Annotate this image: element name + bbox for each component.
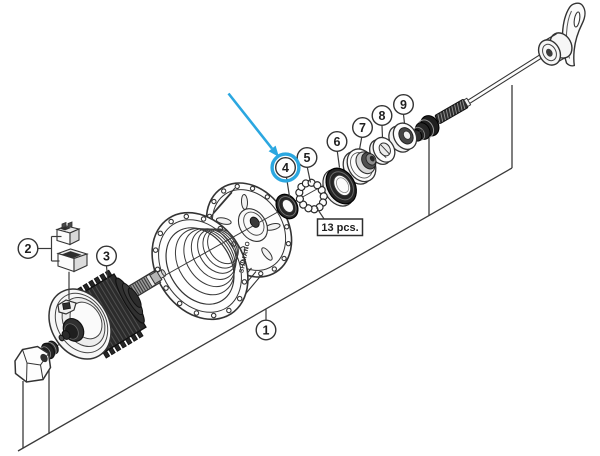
qr-lever [537, 2, 586, 67]
seal-ring-4 [275, 193, 299, 220]
callout-9: 9 [393, 93, 415, 115]
svg-text:7: 7 [359, 121, 366, 135]
quantity-label: 13 pcs. [316, 218, 364, 237]
svg-text:4: 4 [282, 161, 289, 175]
contact-terminals [55, 221, 89, 273]
callout-4: 4 [275, 156, 297, 178]
qr-thread-collar [463, 97, 472, 108]
callout-7: 7 [352, 116, 374, 138]
blue-arrow-line [227, 92, 274, 150]
callout-5: 5 [296, 146, 318, 168]
svg-text:1: 1 [263, 323, 270, 337]
highlight-ring [270, 152, 301, 183]
callout-2: 2 [17, 237, 39, 259]
panel-lines [17, 85, 513, 452]
locknut-9 [388, 122, 418, 153]
callout-3: 3 [95, 245, 117, 267]
qr-skewer-rod [467, 50, 549, 105]
hub-left-flange [151, 211, 249, 321]
svg-text:9: 9 [400, 98, 407, 112]
highlight-annotation [227, 92, 301, 183]
dynamo-unit [48, 269, 167, 360]
axle-nut [14, 345, 52, 383]
svg-text:5: 5 [304, 151, 311, 165]
hub-bore-rings [174, 228, 239, 296]
qr-threads [434, 97, 472, 124]
ball-retainer-5 [295, 178, 328, 214]
quantity-text: 13 pcs. [321, 222, 358, 234]
svg-text:2: 2 [25, 242, 32, 256]
dynamo-front [48, 288, 112, 360]
svg-text:8: 8 [379, 109, 386, 123]
svg-text:3: 3 [103, 249, 110, 263]
dust-cap-6 [322, 167, 357, 207]
svg-text:6: 6 [334, 135, 341, 149]
callout-1: 1 [255, 319, 277, 341]
callout-8: 8 [371, 104, 393, 126]
hub-shell: SHIMANO [151, 182, 293, 321]
qr-lever-slot [573, 11, 581, 28]
blue-arrow-head-icon [268, 145, 279, 157]
callouts: 1 2 3 4 5 6 7 8 [17, 93, 415, 341]
panel-diagonal-line [17, 167, 513, 452]
callout-6: 6 [326, 130, 348, 152]
left-flange-spoke-holes [152, 213, 248, 319]
